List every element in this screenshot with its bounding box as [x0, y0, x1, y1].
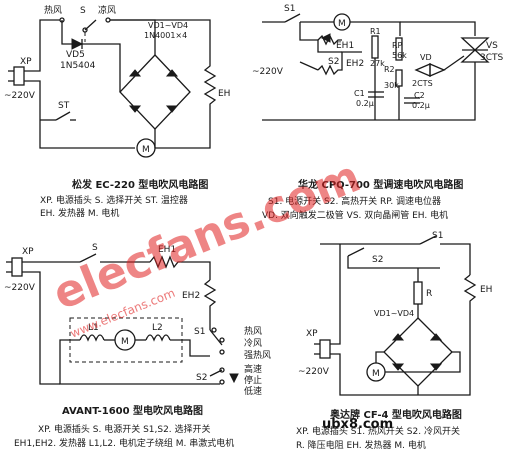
label-r1: R1: [370, 27, 381, 36]
legend-cf4-line2: R. 降压电阻 EH. 发热器 M. 电机: [296, 439, 426, 451]
diagram-ec220: XP ~220V 热风 S 凉风 VD1~VD4 1N4001×4 VD5 1N…: [4, 4, 230, 219]
label-vd-d2: VD: [420, 53, 432, 62]
switch-s1-d4: [419, 235, 437, 245]
watermark-ubx8: ubx8.com: [322, 417, 393, 432]
label-rp-value: 56k: [392, 51, 407, 60]
potentiometer-rp: [395, 37, 403, 61]
heater-eh1: [149, 255, 211, 280]
label-r2: R2: [384, 65, 395, 74]
label-vd5: VD5: [66, 50, 85, 60]
title-cpq700: 华龙 CPQ-700 型调速电吹风电路图: [298, 178, 463, 191]
label-hot-d3: 热风: [244, 325, 262, 337]
label-m: M: [142, 145, 150, 155]
label-s2-d2: S2: [328, 57, 339, 67]
label-eh-d4: EH: [480, 285, 492, 295]
label-m-d3: M: [121, 337, 129, 347]
legend-ec220-line2: EH. 发热器 M. 电机: [40, 207, 119, 219]
label-vd1-vd4-d4: VD1~VD4: [374, 309, 414, 318]
label-s2-d4: S2: [372, 255, 383, 265]
label-strong-d3: 强热风: [244, 349, 271, 361]
title-ec220: 松发 EC-220 型电吹风电路图: [72, 178, 208, 191]
label-220v-d2: ~220V: [252, 67, 284, 77]
label-c2: C2: [414, 91, 425, 100]
plug-xp-d3: [6, 257, 23, 277]
label-220v: ~220V: [4, 91, 36, 101]
plug-xp: [8, 66, 25, 86]
label-vd1-vd4: VD1~VD4: [148, 21, 188, 30]
label-eh2-d2: EH2: [346, 59, 364, 69]
legend-avant1600-line1: XP. 电源插头 S. 电源开关 S1,S2. 选择开关: [38, 423, 211, 435]
label-r1-value: 27k: [370, 59, 385, 68]
label-220v-d4: ~220V: [298, 367, 330, 377]
label-vs: VS: [486, 41, 498, 51]
bridge-rectifier: [119, 54, 191, 130]
legend-cpq700-line1: S1. 电源开关 S2. 高热开关 RP. 调速电位器: [268, 195, 441, 207]
label-r2-value: 30k: [384, 81, 399, 90]
resistor-r-d4: [413, 281, 423, 305]
label-xp-d4: XP: [306, 329, 318, 339]
thermostat-st: [55, 111, 76, 121]
label-vs-type: 3CTS: [480, 53, 504, 63]
label-hot: 热风: [44, 4, 62, 16]
label-xp: XP: [20, 57, 32, 67]
label-l2: L2: [152, 323, 163, 333]
selector-switch-s: [59, 17, 111, 42]
label-rp: RP: [392, 41, 403, 50]
label-s: S: [80, 6, 86, 16]
diagram-cf4: S1 S2 R EH VD1~VD4 M XP ~220V: [296, 231, 492, 451]
label-vd-type: 2CTS: [412, 79, 433, 88]
heater-eh2: [203, 279, 217, 330]
label-r-d4: R: [426, 289, 432, 299]
label-c1: C1: [354, 89, 365, 98]
resistor-r1: [371, 35, 379, 59]
label-m-d2: M: [338, 19, 346, 29]
label-s1-d3: S1: [194, 327, 205, 337]
selector-switch-s2: [209, 367, 239, 385]
switch-s1-top: [284, 13, 301, 23]
diac-vd: [414, 63, 446, 77]
diagram-avant1600: XP ~220V S EH1 EH2 L1 M L2 S1: [4, 243, 271, 449]
heater-eh: [203, 60, 217, 120]
bridge-rectifier-d4: [383, 317, 453, 387]
legend-cpq700-line2: VD. 双向触发二极管 VS. 双向晶闸管 EH. 电机: [262, 209, 448, 221]
legend-cf4-line1: XP. 电源插头 S1. 热风开关 S2. 冷风开关: [296, 425, 460, 437]
selector-switch-s1: [209, 327, 225, 355]
label-eh2-d3: EH2: [182, 291, 200, 301]
label-xp-d3: XP: [22, 247, 34, 257]
legend-avant1600-line2: EH1,EH2. 发热器 L1,L2. 电机定子绕组 M. 串激式电机: [14, 437, 234, 449]
label-low-d3: 低速: [244, 385, 262, 397]
label-stop-d3: 停止: [244, 374, 262, 386]
label-l1: L1: [88, 323, 99, 333]
label-s-d3: S: [92, 243, 98, 253]
diode-vd5: [71, 38, 84, 50]
switch-s2-d4: [347, 247, 365, 257]
plug-xp-d4: [314, 339, 331, 359]
label-cold-d3: 冷风: [244, 337, 262, 349]
legend-ec220-line1: XP. 电源插头 S. 选择开关 ST. 温控器: [40, 194, 188, 206]
label-c2-value: 0.2μ: [412, 101, 430, 110]
label-s1-d2: S1: [284, 4, 295, 14]
label-cold: 凉风: [98, 4, 116, 16]
title-avant1600: AVANT-1600 型电吹风电路图: [62, 404, 203, 417]
label-m-d4: M: [372, 369, 380, 379]
label-1n4001: 1N4001×4: [144, 31, 187, 40]
label-s1-d4: S1: [432, 231, 443, 241]
label-eh1-d2: EH1: [336, 41, 354, 51]
label-st: ST: [58, 101, 70, 111]
label-c1-value: 0.2μ: [356, 99, 374, 108]
diagram-cpq700: S1 M EH1 S2 EH2 R1 27k RP 56k R2 30k C1 …: [252, 4, 504, 221]
title-cf4: 奥达牌 CF-4 型电吹风电路图: [330, 408, 462, 421]
label-high-d3: 高速: [244, 363, 262, 375]
label-1n5404: 1N5404: [60, 61, 96, 71]
label-eh: EH: [218, 89, 230, 99]
label-220v-d3: ~220V: [4, 283, 36, 293]
label-eh1-d3: EH1: [158, 245, 176, 255]
label-s2-d3: S2: [196, 373, 207, 383]
heater-eh-d4: [350, 274, 477, 396]
switch-s-d3: [79, 253, 97, 263]
